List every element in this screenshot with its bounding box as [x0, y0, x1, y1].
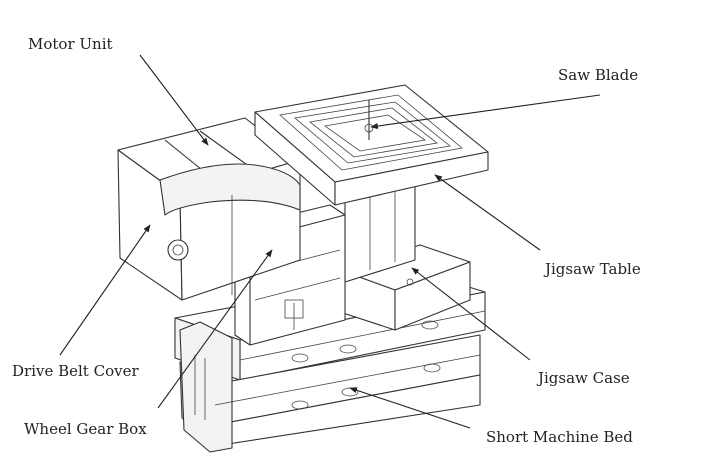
wheel-gear-box-leader [157, 249, 273, 409]
jigsaw-table-part [254, 84, 489, 206]
label-short-machine-bed: Short Machine Bed [486, 428, 633, 446]
jigsaw-case-leader [411, 267, 531, 361]
label-drive-belt-cover: Drive Belt Cover [12, 362, 139, 380]
drive-belt-cover-part [159, 163, 301, 295]
label-saw-blade: Saw Blade [558, 66, 639, 84]
motor-unit-leader [139, 54, 209, 146]
short-machine-bed-leader [349, 387, 471, 429]
short-machine-bed-part [174, 271, 486, 453]
drive-belt-cover-leader [59, 224, 151, 356]
label-jigsaw-case: Jigsaw Case [538, 369, 630, 387]
saw-blade-leader [370, 94, 601, 130]
jigsaw-case-part [339, 179, 471, 331]
jigsaw-table-leader [434, 174, 541, 251]
label-motor-unit: Motor Unit [28, 35, 113, 53]
label-jigsaw-table: Jigsaw Table [545, 260, 641, 278]
label-wheel-gear-box: Wheel Gear Box [24, 420, 147, 438]
